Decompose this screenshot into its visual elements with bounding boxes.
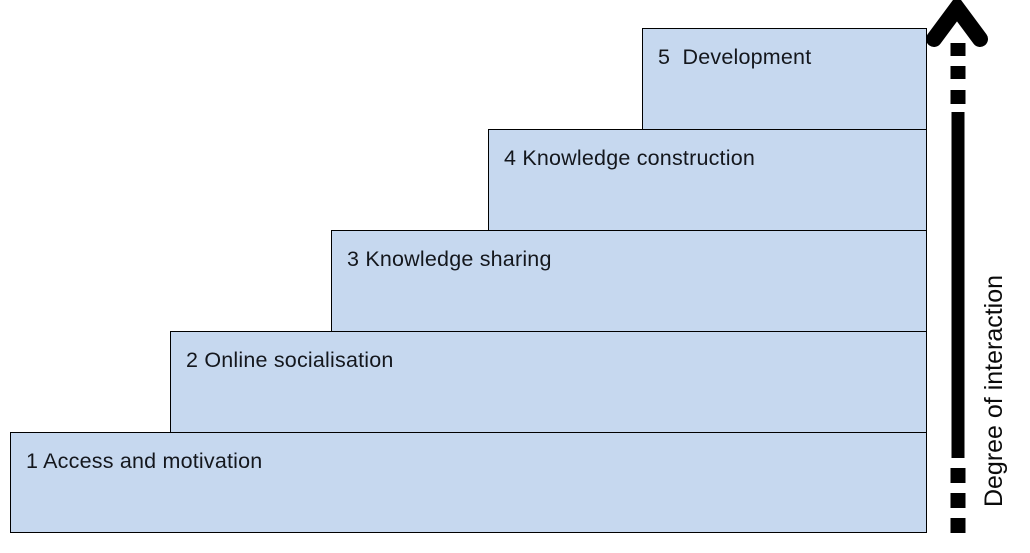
step-box-development: 5 Development [642,28,927,130]
degree-of-interaction-label: Degree of interaction [980,274,1008,508]
degree-of-interaction-arrow-icon [926,0,988,533]
step-box-online-socialisation: 2 Online socialisation [170,331,927,433]
step-label: 3 Knowledge sharing [347,247,552,271]
step-label: 2 Online socialisation [186,348,394,372]
step-box-knowledge-construction: 4 Knowledge construction [488,129,927,231]
step-label: 1 Access and motivation [26,449,263,473]
step-box-knowledge-sharing: 3 Knowledge sharing [331,230,927,332]
step-label: 4 Knowledge construction [504,146,756,170]
arrow-head-icon [926,0,988,47]
step-box-access-and-motivation: 1 Access and motivation [10,432,927,533]
step-label: 5 Development [658,45,812,69]
